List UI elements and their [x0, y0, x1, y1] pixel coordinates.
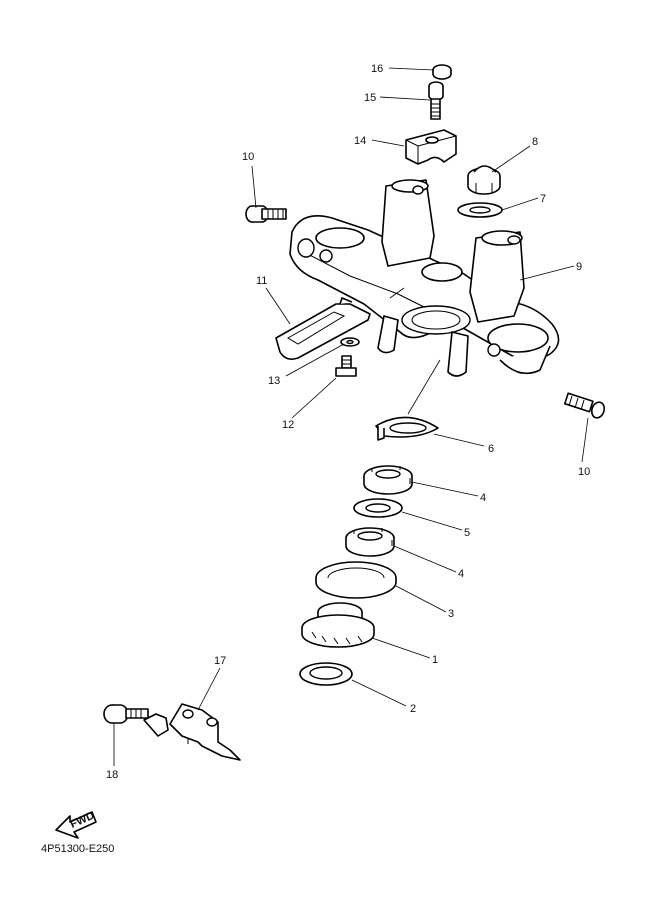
label-17: 17 — [214, 655, 226, 667]
fwd-arrow-icon: FWD — [55, 810, 97, 839]
part-4-ring-nut-upper[interactable] — [363, 465, 413, 495]
part-12-bolt[interactable] — [335, 355, 357, 377]
label-10-right: 10 — [578, 466, 590, 478]
part-4-ring-nut-lower[interactable] — [345, 527, 395, 557]
part-15-bolt[interactable] — [428, 81, 444, 120]
part-2-seal[interactable] — [299, 662, 353, 686]
part-6-lock-washer[interactable] — [375, 416, 439, 441]
label-18: 18 — [106, 769, 118, 781]
diagram-code: 4P51300-E250 — [41, 843, 114, 855]
part-7-washer[interactable] — [457, 202, 503, 218]
label-5: 5 — [464, 527, 470, 539]
part-10-bolt-left[interactable] — [245, 205, 287, 223]
label-8: 8 — [532, 136, 538, 148]
part-13-washer[interactable] — [340, 337, 360, 347]
label-4-lower: 4 — [458, 568, 464, 580]
label-2: 2 — [410, 703, 416, 715]
label-10-left: 10 — [242, 151, 254, 163]
label-15: 15 — [364, 92, 376, 104]
part-5-washer[interactable] — [353, 498, 403, 518]
label-1: 1 — [432, 654, 438, 666]
part-10-bolt-right[interactable] — [563, 392, 606, 419]
label-9: 9 — [576, 261, 582, 273]
part-18-bolt[interactable] — [103, 704, 149, 724]
label-12: 12 — [282, 419, 294, 431]
leader-lines — [113, 67, 589, 766]
label-4-upper: 4 — [480, 492, 486, 504]
part-1-bearing[interactable] — [301, 602, 375, 648]
part-3-bearing-cover[interactable] — [315, 561, 397, 599]
part-17-bracket[interactable] — [143, 703, 241, 761]
label-11: 11 — [256, 275, 267, 287]
part-11-bracket[interactable] — [275, 297, 371, 360]
label-3: 3 — [448, 608, 454, 620]
label-6: 6 — [488, 443, 494, 455]
label-7: 7 — [540, 193, 546, 205]
label-14: 14 — [354, 135, 366, 147]
part-labels: 16 15 14 8 7 9 10 10 11 13 12 6 4 5 4 3 … — [106, 63, 590, 781]
label-16: 16 — [371, 63, 383, 75]
part-16-cap[interactable] — [432, 64, 452, 80]
label-13: 13 — [268, 375, 280, 387]
part-14-handlebar-clamp[interactable] — [405, 129, 457, 165]
part-9-upper-bracket[interactable] — [289, 179, 560, 377]
